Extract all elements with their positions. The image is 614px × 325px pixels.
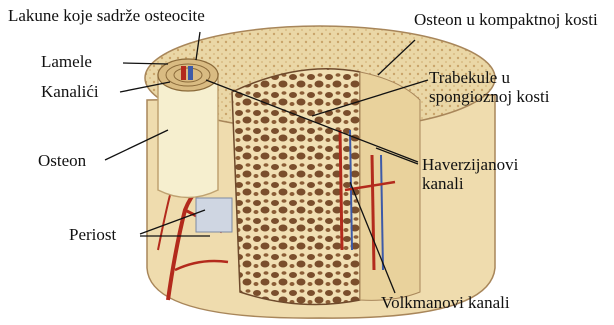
label-osteon: Osteon [38, 151, 86, 170]
label-lacunae: Lakune koje sadrže osteocite [8, 6, 205, 25]
osteon-cylinder [158, 75, 218, 198]
haversian-channel-1 [340, 130, 342, 250]
osteon-central-canal-red [181, 66, 186, 80]
label-canaliculi: Kanalići [41, 82, 99, 101]
haversian-channel-3 [372, 155, 374, 270]
label-periosteum: Periost [69, 225, 116, 244]
label-haversian: Haverzijanovi kanali [422, 155, 562, 193]
osteon-central-canal-blue [188, 66, 193, 80]
label-osteon-compact: Osteon u kompaktnoj kosti [414, 10, 610, 29]
label-lamellae: Lamele [41, 52, 92, 71]
label-volkmann: Volkmanovi kanali [381, 293, 510, 312]
label-trabeculae: Trabekule u spongioznoj kosti [429, 68, 579, 106]
periost-layer [196, 198, 232, 232]
